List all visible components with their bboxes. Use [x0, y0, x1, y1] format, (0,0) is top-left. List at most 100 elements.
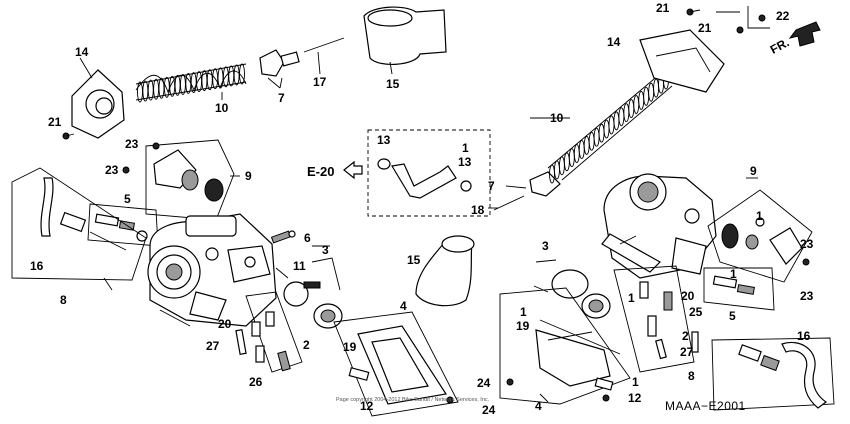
callout-1-float-right: 1	[520, 305, 527, 319]
callout-1-jet-right: 1	[628, 291, 635, 305]
air-funnel-center	[415, 235, 475, 307]
callout-5-right: 5	[729, 309, 736, 323]
spring-coil	[653, 78, 660, 98]
callout-1-bottom-right: 1	[632, 375, 639, 389]
spring-coil	[618, 107, 625, 127]
callout-6: 6	[304, 231, 311, 245]
spring-coil	[568, 148, 575, 168]
callout-8-right: 8	[688, 369, 695, 383]
spring-coil	[603, 119, 610, 139]
spring-coil	[233, 64, 240, 86]
callout-13-lower: 13	[458, 155, 472, 169]
spring-coil	[578, 140, 585, 159]
callout-24-left: 24	[482, 403, 496, 417]
spring-coil	[185, 73, 192, 94]
callout-10-right: 10	[550, 111, 564, 125]
pilot-screw-set-right	[703, 267, 775, 311]
callout-9-left: 9	[245, 169, 252, 183]
callout-10-left: 10	[215, 101, 229, 115]
callout-1-center: 1	[462, 141, 469, 155]
spring-coil	[593, 127, 600, 147]
callout-15-top: 15	[386, 77, 400, 91]
jet-set-left	[235, 291, 303, 373]
jet-needle-holder-right	[493, 171, 561, 211]
pilot-screw-set-left	[87, 203, 159, 247]
callout-11: 11	[293, 259, 306, 273]
hose-assembly-left	[11, 167, 147, 281]
diaphragm-cover-right	[639, 6, 770, 93]
spring-coil	[206, 69, 213, 91]
callout-17: 17	[313, 75, 327, 89]
callout-7-right: 7	[488, 179, 495, 193]
callout-3-left: 3	[322, 243, 329, 257]
spring-coil	[174, 74, 181, 96]
callout-19-left: 19	[343, 340, 357, 354]
callout-1-pilot-right: 1	[730, 267, 737, 281]
callout-24-right: 24	[477, 376, 491, 390]
spring-coil	[163, 76, 170, 98]
spring-coil	[638, 90, 645, 110]
callout-18: 18	[471, 203, 485, 217]
e20-reference-box	[367, 129, 491, 217]
diaphragm-cover-left	[71, 57, 125, 139]
spring-coil	[179, 73, 186, 95]
callout-26: 26	[249, 375, 263, 389]
callout-16-left: 16	[30, 259, 44, 273]
callout-23-right-lower: 23	[800, 289, 814, 303]
hose-assembly-right	[711, 337, 835, 411]
callout-22: 22	[776, 9, 790, 23]
callout-4-left: 4	[400, 299, 407, 313]
spring-coil	[222, 66, 229, 88]
spring-coil	[628, 99, 635, 119]
callout-27-right: 27	[680, 345, 694, 359]
screw-6	[270, 230, 296, 244]
callout-4-right: 4	[535, 399, 542, 413]
callout-14-right: 14	[607, 35, 621, 49]
jet-needle-holder-left	[259, 37, 345, 89]
spring-coil	[613, 111, 620, 131]
throttle-cup-right	[533, 259, 611, 319]
callout-27-left: 27	[206, 339, 220, 353]
spring-coil	[147, 79, 154, 101]
front-direction-arrow	[788, 21, 821, 47]
callout-13-upper: 13	[377, 133, 391, 147]
connecting-pipe	[377, 158, 472, 199]
callout-23-right-upper: 23	[800, 237, 814, 251]
air-funnel-top	[363, 6, 447, 75]
spring-coil	[239, 63, 245, 85]
spring-coil	[228, 65, 235, 87]
carburetor-body-right	[601, 173, 717, 279]
e20-reference-arrow	[343, 160, 363, 180]
enrichment-cover-right	[707, 189, 813, 283]
callout-9-right: 9	[750, 164, 757, 178]
spring-coil	[158, 77, 165, 99]
enrichment-cover-left	[122, 139, 235, 221]
copyright-notice: Page copyright 2004-2012 Bike Bandit / N…	[336, 397, 490, 403]
spring-coil	[633, 95, 640, 114]
spring-coil	[563, 152, 570, 172]
callout-16-right: 16	[797, 329, 811, 343]
callout-21-top: 21	[656, 1, 670, 15]
float-chamber-box-left	[333, 311, 459, 417]
screw-21-left	[62, 132, 75, 140]
callout-2-left: 2	[303, 338, 310, 352]
spring-coil	[623, 103, 630, 123]
callout-1-right-upper: 1	[756, 209, 763, 223]
callout-23-lower: 23	[105, 163, 119, 177]
float-chamber-box-right	[499, 287, 631, 405]
spring-left	[135, 63, 247, 103]
callout-19-right: 19	[516, 319, 530, 333]
spring-coil	[153, 78, 160, 100]
callout-21-right: 21	[698, 21, 712, 35]
callout-23-upper: 23	[125, 137, 139, 151]
spring-coil	[573, 144, 580, 164]
spring-coil	[648, 82, 655, 102]
callout-2-right: 2	[682, 329, 689, 343]
spring-coil	[643, 86, 650, 106]
carburetor-body-left	[147, 213, 277, 327]
jet-set-right	[613, 265, 699, 373]
callout-25: 25	[689, 305, 703, 319]
reference-label-e20: E-20	[307, 164, 335, 179]
